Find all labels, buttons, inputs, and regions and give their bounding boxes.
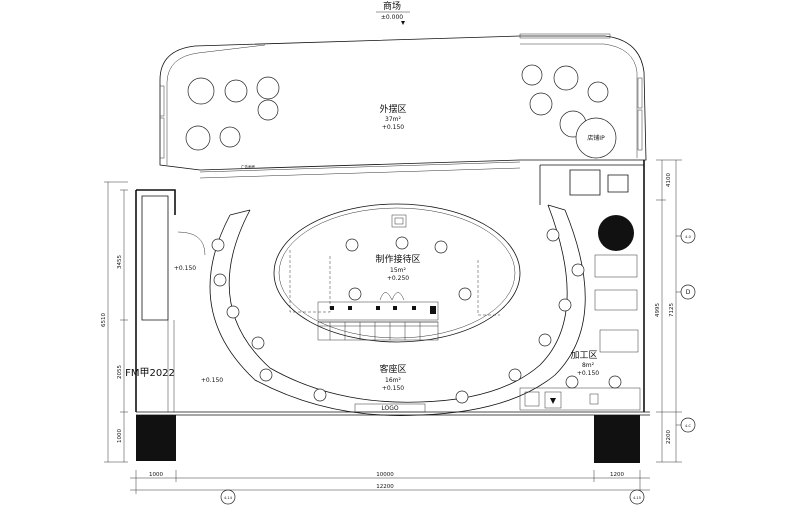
grid-marker-bottom-0: 4-14 [224,496,233,500]
left-room-level: +0.150 [174,265,196,272]
dim-bottom-total: 12200 [376,484,394,490]
outdoor-area-size: 37m² [385,116,401,123]
right-grid-markers [676,228,696,433]
counter-appliances [317,292,439,341]
dim-bottom-1: 10000 [376,472,394,478]
right-dimension-chain [656,159,682,463]
logo-text: LOGO [381,405,399,412]
guest-area-size: 16m² [385,377,401,384]
grid-marker-bottom-1: 4-15 [633,496,641,500]
left-dimension-chain [104,181,128,463]
staff-chairs [345,236,472,301]
right-column [594,415,640,463]
bottom-dimension-chain [130,470,650,494]
dim-left-3: 1000 [117,429,123,443]
production-counter-inner [278,207,516,339]
dim-left-1: 6510 [101,313,107,327]
production-area-level: +0.250 [387,275,409,282]
production-counter-outer [273,203,521,343]
bottom-grid-markers [220,489,645,505]
seating-ring [209,204,586,416]
processing-area-level: +0.150 [577,370,599,377]
shop-ip-display [575,117,617,159]
mall-label: 商场 [383,0,401,12]
cash-register [391,214,407,228]
production-area-name: 制作接待区 [375,253,420,265]
dim-bottom-0: 1000 [149,472,163,478]
dim-right-0: 4100 [666,173,672,187]
grid-marker-right-0: 4-0 [685,235,691,239]
guest-area-level: +0.150 [382,385,404,392]
processing-area-name: 加工区 [570,350,597,361]
dim-right-1: 4995 [655,303,661,317]
drain-column [598,215,634,251]
logo-bar [354,403,426,413]
fm-label: FM甲2022 [125,368,175,379]
dim-right-3: 2200 [666,430,672,444]
mall-level: ±0.000 [381,14,403,21]
outdoor-area-name: 外摆区 [379,103,406,115]
grid-marker-right-2: 4-C [685,424,691,428]
corridor-level: +0.150 [201,377,223,384]
guest-area-name: 客座区 [379,363,406,375]
left-column [136,415,176,461]
shop-ip-label: 店铺IP [587,134,605,142]
outdoor-area-level: +0.150 [382,124,404,131]
dim-left-2: 2055 [117,365,123,379]
dim-left-0: 3455 [117,255,123,269]
processing-area-size: 8m² [582,362,595,369]
ring-stools [211,228,585,404]
billboard-label: 广告画面 [241,164,255,169]
dim-right-2: 7125 [669,303,675,317]
dim-bottom-2: 1200 [610,472,624,478]
outdoor-tables [185,64,609,151]
outdoor-area-outline [159,35,647,171]
processing-area [519,254,641,411]
grid-marker-right-1: D [686,289,691,296]
production-area-size: 15m² [390,267,406,274]
